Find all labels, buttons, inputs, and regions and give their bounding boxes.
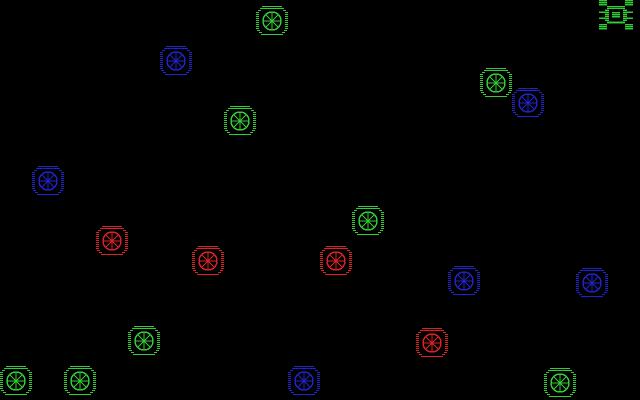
pod-#2222cc-icon[interactable] [288,366,320,395]
pod-#33cc33-icon[interactable] [352,206,384,235]
player-ship-icon[interactable] [599,0,633,30]
pod-#33cc33-icon[interactable] [224,106,256,135]
pod-#33cc33-icon[interactable] [544,368,576,397]
pod-#33cc33-icon[interactable] [64,366,96,395]
pod-#33cc33-icon[interactable] [256,6,288,35]
pod-#33cc33-icon[interactable] [128,326,160,355]
pod-#2222cc-icon[interactable] [160,46,192,75]
pod-#33cc33-icon[interactable] [480,68,512,97]
pod-#2222cc-icon[interactable] [512,88,544,117]
pod-#2222cc-icon[interactable] [576,268,608,297]
pod-#2222cc-icon[interactable] [32,166,64,195]
pod-#dd2222-icon[interactable] [96,226,128,255]
pod-#2222cc-icon[interactable] [448,266,480,295]
pod-#33cc33-icon[interactable] [0,366,32,395]
pod-#dd2222-icon[interactable] [416,328,448,357]
pod-#dd2222-icon[interactable] [320,246,352,275]
pod-#dd2222-icon[interactable] [192,246,224,275]
